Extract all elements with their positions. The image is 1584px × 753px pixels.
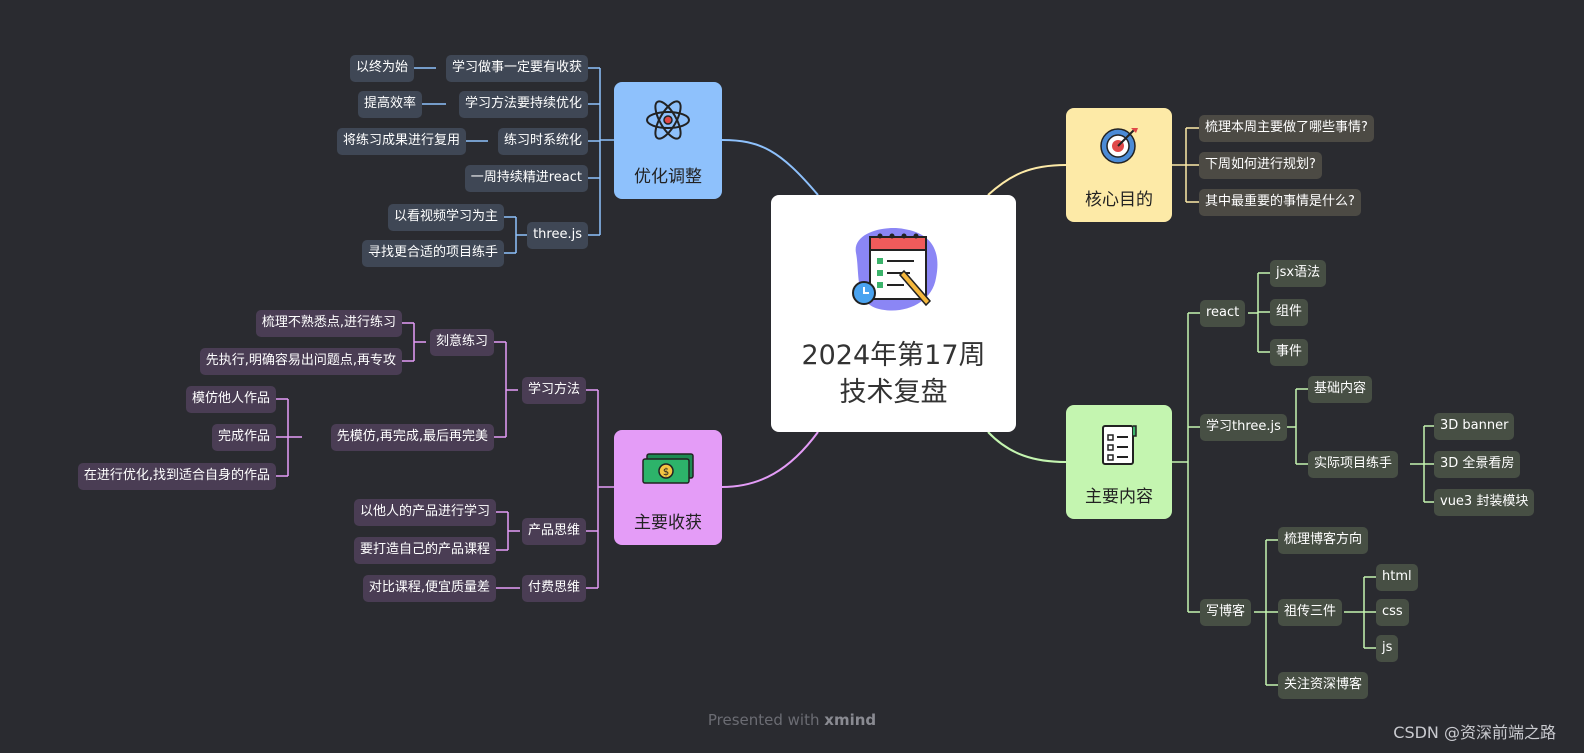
main-topic-label: 优化调整 bbox=[634, 167, 702, 187]
presented-with-footer: Presented with xmind bbox=[707, 711, 877, 729]
optimize-item-child[interactable]: 将练习成果进行复用 bbox=[336, 128, 466, 155]
main-topic-core-purpose[interactable]: 核心目的 bbox=[1066, 108, 1172, 222]
threejs-practice[interactable]: 实际项目练手 bbox=[1308, 451, 1399, 478]
react-child[interactable]: 组件 bbox=[1270, 299, 1309, 326]
core-item[interactable]: 其中最重要的事情是什么? bbox=[1199, 189, 1361, 216]
optimize-item-child[interactable]: 以终为始 bbox=[349, 55, 414, 82]
main-topic-main-gains[interactable]: $ 主要收获 bbox=[614, 430, 722, 545]
method-deliberate[interactable]: 刻意练习 bbox=[429, 329, 494, 356]
product-child[interactable]: 以他人的产品进行学习 bbox=[353, 499, 496, 526]
threejs-child[interactable]: 寻找更合适的项目练手 bbox=[361, 240, 504, 267]
atom-icon bbox=[646, 100, 690, 140]
csdn-watermark: CSDN @资深前端之路 bbox=[1393, 723, 1556, 742]
deliberate-child[interactable]: 先执行,明确容易出问题点,再专攻 bbox=[199, 348, 402, 375]
optimize-item[interactable]: 一周持续精进react bbox=[464, 165, 588, 192]
threejs-child[interactable]: 以看视频学习为主 bbox=[387, 204, 504, 231]
trio-child[interactable]: html bbox=[1376, 564, 1418, 591]
imitate-child[interactable]: 模仿他人作品 bbox=[185, 386, 276, 413]
target-icon bbox=[1100, 128, 1138, 164]
practice-child[interactable]: vue3 封装模块 bbox=[1434, 489, 1535, 516]
topic-react[interactable]: react bbox=[1200, 300, 1246, 327]
threejs-basic[interactable]: 基础内容 bbox=[1308, 376, 1373, 403]
svg-text:$: $ bbox=[663, 467, 669, 478]
optimize-item[interactable]: 学习做事一定要有收获 bbox=[445, 55, 588, 82]
money-icon: $ bbox=[642, 453, 694, 484]
paid-child[interactable]: 对比课程,便宜质量差 bbox=[362, 575, 496, 602]
trio-child[interactable]: js bbox=[1376, 635, 1399, 662]
react-child[interactable]: jsx语法 bbox=[1270, 260, 1327, 287]
deliberate-child[interactable]: 梳理不熟悉点,进行练习 bbox=[255, 310, 402, 337]
checklist-icon bbox=[1102, 425, 1137, 465]
blog-follow[interactable]: 关注资深博客 bbox=[1278, 672, 1369, 699]
main-topic-label: 主要收获 bbox=[634, 513, 702, 533]
main-topic-label: 主要内容 bbox=[1085, 487, 1153, 507]
optimize-item-child[interactable]: 提高效率 bbox=[357, 91, 422, 118]
gains-paid[interactable]: 付费思维 bbox=[521, 575, 586, 602]
main-topic-label: 核心目的 bbox=[1085, 190, 1153, 210]
xmind-brand: xmind bbox=[824, 711, 877, 729]
topic-write-blog[interactable]: 写博客 bbox=[1200, 599, 1252, 626]
optimize-item[interactable]: 学习方法要持续优化 bbox=[458, 91, 588, 118]
trio-child[interactable]: css bbox=[1376, 599, 1409, 626]
imitate-child[interactable]: 完成作品 bbox=[211, 424, 276, 451]
product-child[interactable]: 要打造自己的产品课程 bbox=[353, 537, 496, 564]
gains-method[interactable]: 学习方法 bbox=[521, 377, 586, 404]
core-item[interactable]: 下周如何进行规划? bbox=[1199, 152, 1322, 179]
practice-child[interactable]: 3D banner bbox=[1434, 413, 1515, 440]
optimize-item[interactable]: 练习时系统化 bbox=[497, 128, 588, 155]
react-child[interactable]: 事件 bbox=[1270, 339, 1309, 366]
main-topic-main-content[interactable]: 主要内容 bbox=[1066, 405, 1172, 519]
method-imitate[interactable]: 先模仿,再完成,最后再完美 bbox=[330, 424, 494, 451]
optimize-threejs[interactable]: three.js bbox=[527, 222, 588, 249]
gains-product[interactable]: 产品思维 bbox=[521, 518, 586, 545]
central-topic[interactable]: 2024年第17周 技术复盘 bbox=[771, 195, 1016, 432]
blog-direction[interactable]: 梳理博客方向 bbox=[1278, 527, 1369, 554]
calendar-checklist-icon bbox=[851, 228, 937, 311]
practice-child[interactable]: 3D 全景看房 bbox=[1434, 451, 1521, 478]
core-item[interactable]: 梳理本周主要做了哪些事情? bbox=[1199, 115, 1374, 142]
blog-trio[interactable]: 祖传三件 bbox=[1278, 599, 1343, 626]
topic-learn-threejs[interactable]: 学习three.js bbox=[1200, 414, 1287, 441]
central-topic-title: 2024年第17周 技术复盘 bbox=[801, 340, 986, 408]
main-topic-optimize[interactable]: 优化调整 bbox=[614, 82, 722, 199]
imitate-child[interactable]: 在进行优化,找到适合自身的作品 bbox=[77, 463, 276, 490]
